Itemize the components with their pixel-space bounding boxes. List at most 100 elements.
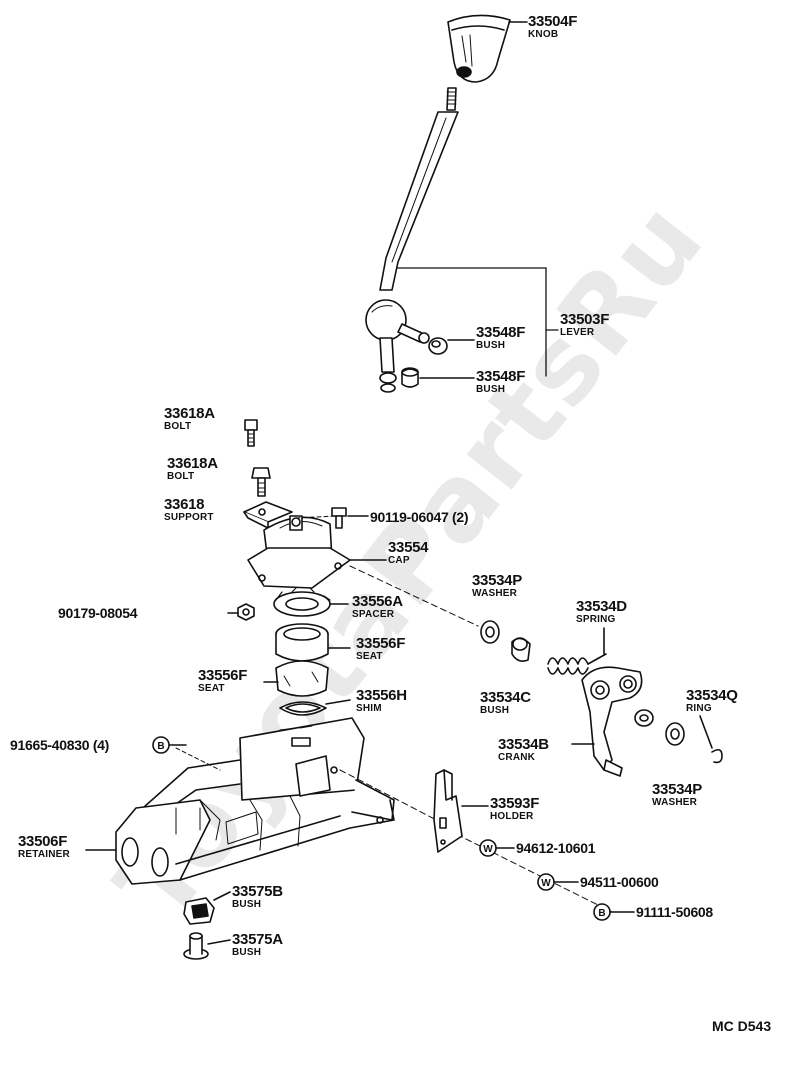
bush-c-part bbox=[511, 637, 531, 662]
part-number: 33534D bbox=[576, 598, 627, 615]
nut-part bbox=[237, 603, 255, 621]
svg-text:B: B bbox=[598, 908, 605, 919]
part-name: BUSH bbox=[476, 340, 506, 351]
part-name: SEAT bbox=[198, 683, 225, 694]
label-bolt-b: 91665-40830 (4) bbox=[10, 738, 109, 752]
label-bush-575a: 33575A BUSH bbox=[232, 932, 283, 958]
part-number: 33556F bbox=[356, 635, 406, 652]
shim-leader bbox=[325, 699, 351, 705]
label-knob: 33504F KNOB bbox=[528, 14, 577, 40]
part-number: 33506F bbox=[18, 833, 68, 850]
part-number: 33548F bbox=[476, 324, 526, 341]
washer-w1-symbol: W bbox=[479, 839, 497, 857]
cap-dash bbox=[349, 565, 479, 627]
part-name: BOLT bbox=[164, 421, 192, 432]
retainer-dash-2 bbox=[339, 769, 449, 827]
part-number: 33575A bbox=[232, 931, 283, 948]
holder-part bbox=[433, 769, 463, 853]
part-name: SEAT bbox=[356, 651, 383, 662]
bush-575b-leader bbox=[213, 891, 231, 901]
label-retainer: 33506F RETAINER bbox=[18, 834, 70, 860]
part-number: 33618A bbox=[164, 405, 215, 422]
label-washer-w2: 94511-00600 bbox=[580, 874, 659, 890]
cap-part bbox=[247, 515, 351, 589]
label-lever: 33503F LEVER bbox=[560, 312, 609, 338]
part-number: 33618A bbox=[167, 455, 218, 472]
part-number: 94612-10601 bbox=[516, 840, 596, 856]
label-spring: 33534D SPRING bbox=[576, 599, 627, 625]
part-number: 33556F bbox=[198, 667, 248, 684]
bush-575a-leader bbox=[207, 939, 231, 945]
part-number: 33534P bbox=[472, 572, 522, 589]
bolt-b-symbol: B bbox=[152, 736, 170, 754]
lever-bracket bbox=[397, 267, 559, 377]
holder-dash bbox=[447, 829, 613, 913]
part-name: HOLDER bbox=[490, 811, 534, 822]
part-number: 33503F bbox=[560, 311, 610, 328]
label-shim: 33556H SHIM bbox=[356, 688, 407, 714]
bush-lower-part bbox=[401, 367, 419, 388]
svg-text:W: W bbox=[541, 878, 551, 889]
label-ring: 33534Q RING bbox=[686, 688, 738, 714]
washer-1-part bbox=[480, 620, 500, 644]
part-number: 33618 bbox=[164, 496, 205, 513]
knob-part bbox=[447, 14, 511, 83]
label-bush-c: 33534C BUSH bbox=[480, 690, 531, 716]
bush-575b-part bbox=[183, 897, 215, 925]
part-name: BOLT bbox=[167, 471, 195, 482]
part-name: BUSH bbox=[232, 947, 262, 958]
bolt-1-part bbox=[244, 419, 258, 447]
part-name: LEVER bbox=[560, 327, 595, 338]
part-name: RING bbox=[686, 703, 712, 714]
svg-text:W: W bbox=[483, 844, 493, 855]
part-number: 33556A bbox=[352, 593, 403, 610]
bolt-b2-symbol: B bbox=[593, 903, 611, 921]
washer-2-part bbox=[665, 722, 685, 746]
washer-w2-symbol: W bbox=[537, 873, 555, 891]
part-name: SUPPORT bbox=[164, 512, 214, 523]
part-name: BUSH bbox=[476, 384, 506, 395]
crank-part bbox=[581, 666, 643, 777]
label-bolt-1: 33618A BOLT bbox=[164, 406, 215, 432]
part-name: SHIM bbox=[356, 703, 382, 714]
label-bolt-std: 90119-06047 (2) bbox=[370, 509, 469, 525]
part-number: 94511-00600 bbox=[580, 874, 659, 890]
pin-part bbox=[634, 709, 654, 727]
lever-part bbox=[365, 87, 459, 393]
part-number: 33504F bbox=[528, 13, 578, 30]
part-name: SPACER bbox=[352, 609, 395, 620]
label-crank: 33534B CRANK bbox=[498, 737, 549, 763]
part-number: 33534B bbox=[498, 736, 549, 753]
part-number: 33575B bbox=[232, 883, 283, 900]
svg-text:B: B bbox=[157, 741, 164, 752]
label-bolt-b2: 91111-50608 bbox=[636, 905, 713, 919]
label-washer-1: 33534P WASHER bbox=[472, 573, 522, 599]
part-name: WASHER bbox=[652, 797, 698, 808]
ring-leader bbox=[699, 715, 713, 749]
part-number: 33548F bbox=[476, 368, 526, 385]
label-support: 33618 SUPPORT bbox=[164, 497, 214, 523]
label-cap: 33554 CAP bbox=[388, 539, 429, 566]
part-number: 33534Q bbox=[686, 687, 738, 704]
spacer-part bbox=[273, 587, 331, 617]
shim-part bbox=[279, 701, 327, 716]
seat-1-part bbox=[275, 623, 329, 662]
support-part bbox=[243, 501, 293, 529]
part-name: BUSH bbox=[232, 899, 262, 910]
retainer-dash-1 bbox=[175, 747, 221, 771]
part-name: BUSH bbox=[480, 705, 510, 716]
label-bush-lower: 33548F BUSH bbox=[476, 369, 525, 395]
part-number: 33554 bbox=[388, 539, 429, 556]
part-number: 33534P bbox=[652, 781, 702, 798]
part-number: 90119-06047 (2) bbox=[370, 509, 469, 525]
bush-575a-part bbox=[183, 932, 209, 960]
spring-part bbox=[547, 653, 607, 675]
label-washer-w1: 94612-10601 bbox=[516, 840, 596, 856]
label-bolt-2: 33618A BOLT bbox=[167, 456, 218, 482]
label-spacer: 33556A SPACER bbox=[352, 594, 403, 620]
part-name: SPRING bbox=[576, 614, 616, 625]
label-washer-2: 33534P WASHER bbox=[652, 782, 702, 808]
diagram-code: MC D543 bbox=[712, 1018, 772, 1034]
label-bush-575b: 33575B BUSH bbox=[232, 884, 283, 910]
